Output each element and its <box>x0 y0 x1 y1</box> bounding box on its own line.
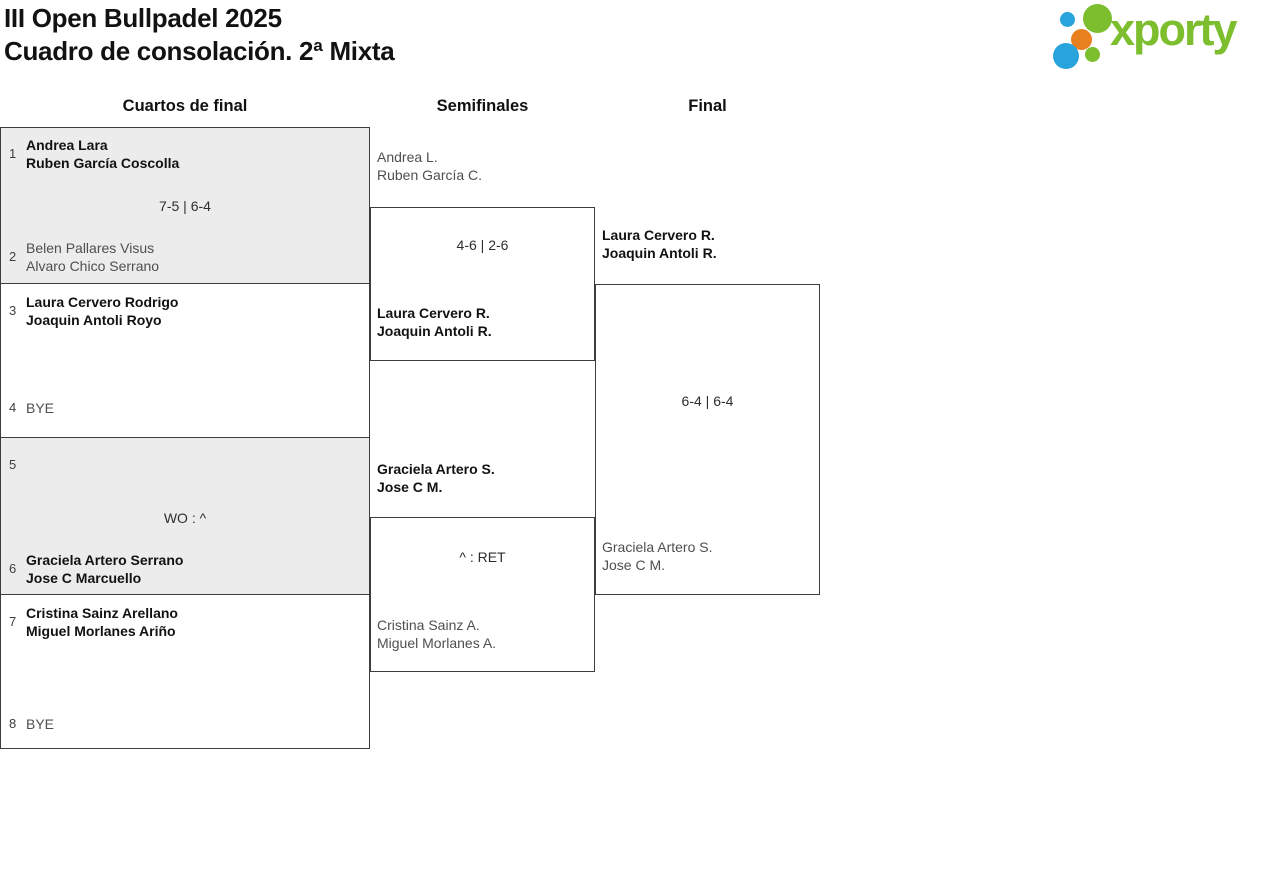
tournament-title: III Open Bullpadel 2025 <box>4 3 282 33</box>
team-final-bottom: Graciela Artero S. Jose C M. <box>602 538 713 574</box>
player-name: Ruben García Coscolla <box>26 155 180 171</box>
logo-dot-icon <box>1083 4 1112 33</box>
player-name: BYE <box>26 400 55 416</box>
xporty-wordmark: xporty <box>1110 4 1238 55</box>
player-name: Ruben García C. <box>377 167 483 183</box>
logo-dot-icon <box>1060 12 1075 27</box>
bracket-subtitle: Cuadro de consolación. 2ª Mixta <box>4 36 395 66</box>
seed-number: 3 <box>9 303 17 318</box>
logo-dot-icon <box>1053 43 1079 69</box>
match-box-final <box>595 284 820 595</box>
team-qf4-bottom: BYE <box>26 715 54 733</box>
match-box-sf1 <box>370 207 595 361</box>
player-name: Graciela Artero Serrano <box>26 552 184 568</box>
match-score-qf1: 7-5 | 6-4 <box>159 198 211 214</box>
team-qf4-top: Cristina Sainz Arellano Miguel Morlanes … <box>26 604 178 640</box>
team-sf1-bottom: Laura Cervero R. Joaquin Antoli R. <box>377 304 492 340</box>
player-name: Joaquin Antoli R. <box>377 323 492 339</box>
team-final-top: Laura Cervero R. Joaquin Antoli R. <box>602 226 717 262</box>
team-sf1-top: Andrea L. Ruben García C. <box>377 148 482 184</box>
seed-number: 8 <box>9 716 17 731</box>
player-name: Belen Pallares Visus <box>26 240 155 256</box>
player-name: Joaquin Antoli Royo <box>26 312 162 328</box>
match-box-sf2 <box>370 517 595 672</box>
team-sf2-top: Graciela Artero S. Jose C M. <box>377 460 495 496</box>
match-box-qf2 <box>0 284 370 438</box>
logo-dot-icon <box>1085 47 1100 62</box>
player-name: Jose C M. <box>377 479 443 495</box>
round-header-final: Final <box>688 97 727 115</box>
player-name: Cristina Sainz A. <box>377 617 480 633</box>
team-qf1-top: Andrea Lara Ruben García Coscolla <box>26 136 179 172</box>
match-score-sf2: ^ : RET <box>459 549 506 565</box>
team-qf2-bottom: BYE <box>26 399 54 417</box>
player-name: Miguel Morlanes Ariño <box>26 623 176 639</box>
logo-dot-icon <box>1071 29 1092 50</box>
player-name: Laura Cervero R. <box>602 227 715 243</box>
seed-number: 6 <box>9 561 17 576</box>
team-qf2-top: Laura Cervero Rodrigo Joaquin Antoli Roy… <box>26 293 178 329</box>
team-qf1-bottom: Belen Pallares Visus Alvaro Chico Serran… <box>26 239 159 275</box>
match-score-qf3: WO : ^ <box>163 510 207 526</box>
player-name: Andrea Lara <box>26 137 108 153</box>
match-box-qf3 <box>0 438 370 595</box>
round-header-semifinales: Semifinales <box>436 97 529 115</box>
match-box-qf1 <box>0 127 370 284</box>
seed-number: 4 <box>9 400 17 415</box>
player-name: Andrea L. <box>377 149 438 165</box>
player-name: BYE <box>26 716 55 732</box>
player-name: Laura Cervero Rodrigo <box>26 294 179 310</box>
seed-number: 5 <box>9 457 17 472</box>
seed-number: 1 <box>9 146 17 161</box>
seed-number: 2 <box>9 249 17 264</box>
team-sf2-bottom: Cristina Sainz A. Miguel Morlanes A. <box>377 616 496 652</box>
match-box-qf4 <box>0 595 370 749</box>
round-header-cuartos: Cuartos de final <box>122 97 248 115</box>
player-name: Graciela Artero S. <box>377 461 495 477</box>
match-score-sf1: 4-6 | 2-6 <box>456 237 509 253</box>
page-header: III Open Bullpadel 2025 Cuadro de consol… <box>4 2 395 68</box>
match-score-final: 6-4 | 6-4 <box>681 393 734 409</box>
team-qf3-bottom: Graciela Artero Serrano Jose C Marcuello <box>26 551 183 587</box>
player-name: Alvaro Chico Serrano <box>26 258 160 274</box>
seed-number: 7 <box>9 614 17 629</box>
xporty-logo[interactable]: xporty <box>1045 0 1280 78</box>
player-name: Jose C Marcuello <box>26 570 142 586</box>
player-name: Graciela Artero S. <box>602 539 713 555</box>
player-name: Cristina Sainz Arellano <box>26 605 178 621</box>
player-name: Laura Cervero R. <box>377 305 490 321</box>
player-name: Joaquin Antoli R. <box>602 245 717 261</box>
player-name: Miguel Morlanes A. <box>377 635 497 651</box>
player-name: Jose C M. <box>602 557 666 573</box>
